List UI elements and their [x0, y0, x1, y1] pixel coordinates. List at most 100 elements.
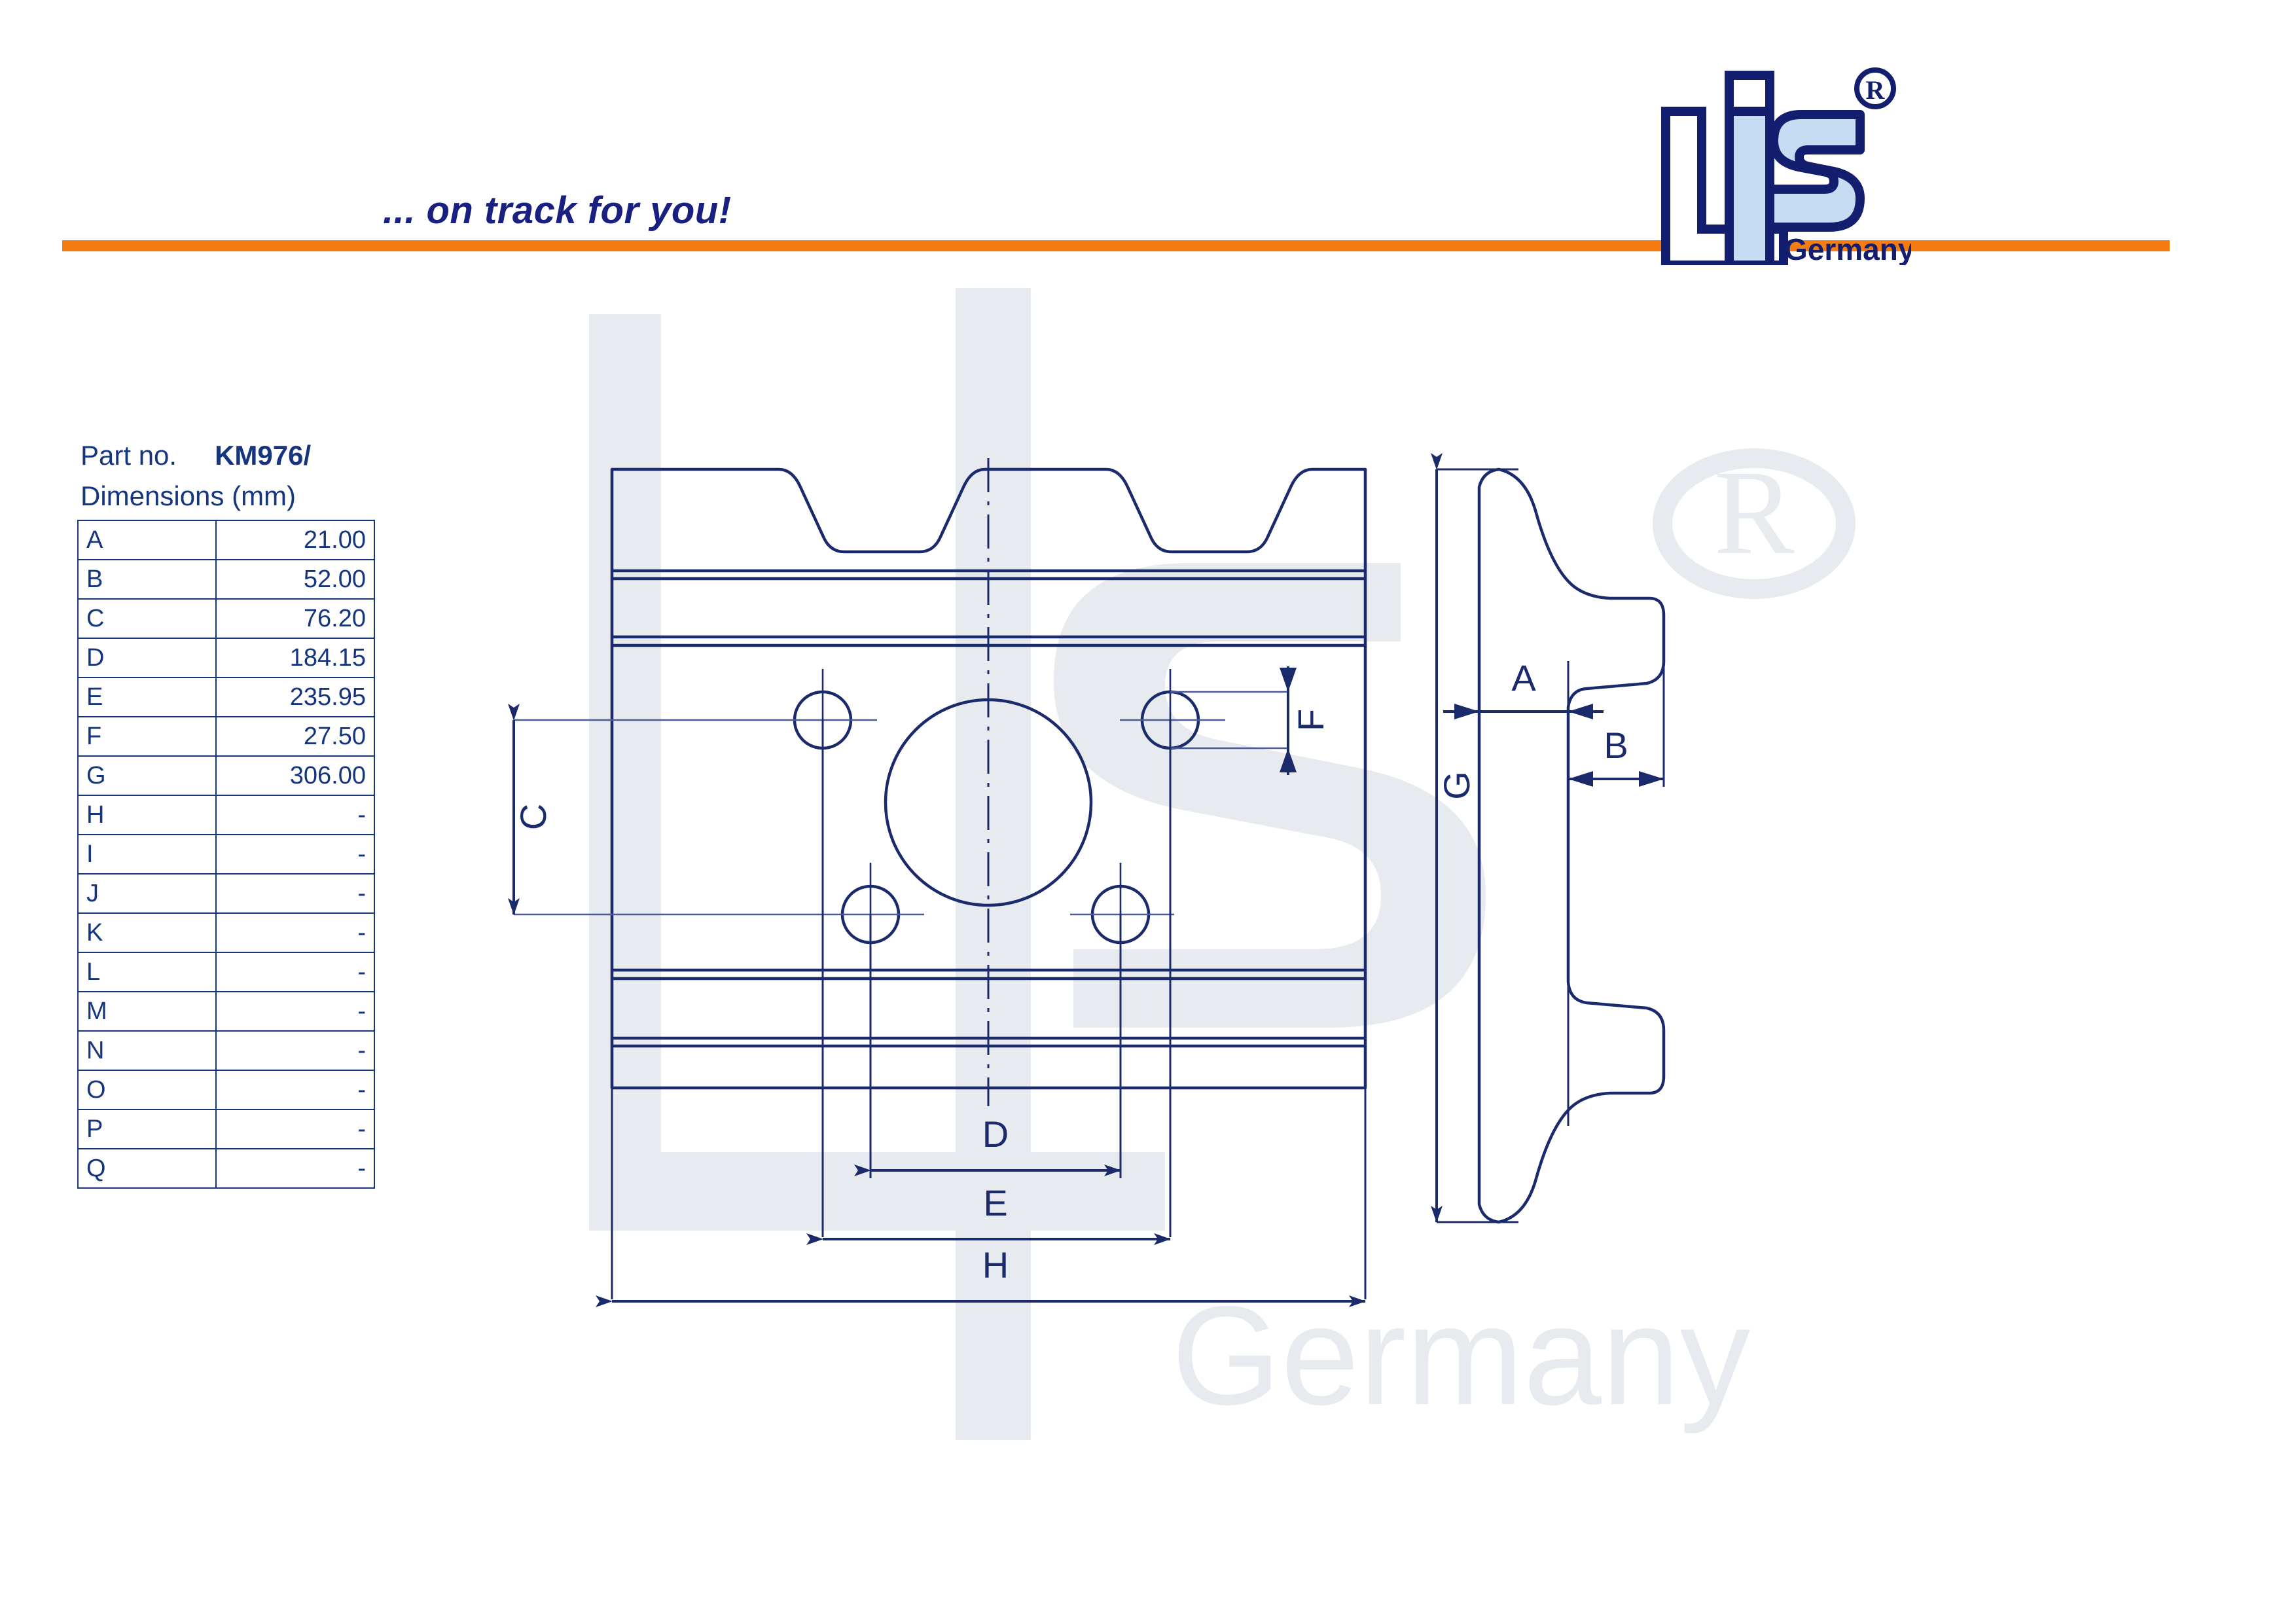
dimension-value: - [215, 912, 375, 953]
dimension-key: N [77, 1030, 217, 1071]
dimension-key: G [77, 755, 217, 796]
dimension-key: M [77, 991, 217, 1032]
section-view [1477, 467, 1666, 1224]
svg-text:R: R [1866, 75, 1886, 105]
dimension-key: C [77, 598, 217, 639]
dimension-value: - [215, 991, 375, 1032]
dimension-f: F [1280, 666, 1331, 775]
dimension-value: 235.95 [215, 677, 375, 717]
dimension-key: E [77, 677, 217, 717]
table-row: J- [77, 873, 375, 914]
dimension-key: J [77, 873, 217, 914]
watermark-country-text: Germany [1172, 1276, 1751, 1434]
registered-trademark-icon: R [1854, 67, 1896, 109]
table-row: K- [77, 912, 375, 953]
dimension-d: D [854, 1113, 1121, 1176]
dimension-key: D [77, 638, 217, 678]
dimension-key: P [77, 1109, 217, 1149]
table-row: M- [77, 991, 375, 1032]
section-profile-outline [1477, 467, 1666, 1224]
plan-outline [610, 467, 1367, 1090]
logo-letter-s [1765, 110, 1865, 232]
dimension-value: - [215, 873, 375, 914]
svg-text:R: R [1713, 446, 1795, 580]
dimension-key: I [77, 834, 217, 875]
part-number-label: Part no. [81, 440, 177, 471]
plan-bolt-hole-bottom-left [840, 884, 901, 945]
logo-letter-i-dot [1725, 71, 1774, 116]
table-row: O- [77, 1070, 375, 1110]
dimension-a-label: A [1511, 657, 1536, 698]
watermark-letter-s [1054, 563, 1486, 1028]
dimension-value: 21.00 [215, 520, 375, 560]
dimension-key: L [77, 952, 217, 992]
section-extension-lines [1437, 468, 1665, 1223]
plan-bolt-hole-bottom-right [1090, 884, 1151, 945]
dimension-b: B [1568, 725, 1664, 787]
dimension-key: H [77, 795, 217, 835]
table-row: N- [77, 1030, 375, 1071]
logo-country-text: Germany [1784, 232, 1911, 265]
table-row: Q- [77, 1148, 375, 1189]
dimension-value: 184.15 [215, 638, 375, 678]
dimension-key: O [77, 1070, 217, 1110]
dimension-value: - [215, 952, 375, 992]
dimension-value: - [215, 1148, 375, 1189]
watermark-letter-l [589, 314, 1165, 1231]
header-orange-rule [62, 240, 2170, 251]
company-tagline: ... on track for you! [383, 189, 732, 232]
dimension-value: 306.00 [215, 755, 375, 796]
dimension-h-label: H [982, 1244, 1009, 1286]
dimension-g: G [1431, 453, 1477, 1223]
plan-bolt-hole-top-right [1140, 690, 1200, 750]
lis-germany-logo: R Germany [1630, 49, 1911, 265]
plan-bolt-hole-top-left [793, 690, 853, 750]
watermark-letter-i [956, 288, 1031, 1440]
plan-extension-lines [514, 691, 1288, 916]
part-number-row: Part no. KM976/ [81, 440, 378, 471]
dimension-value: 52.00 [215, 559, 375, 600]
dimension-value: - [215, 1070, 375, 1110]
dimension-key: B [77, 559, 217, 600]
table-row: H- [77, 795, 375, 835]
page-header: ... on track for you! R Germany [0, 0, 2296, 275]
dimension-a: A [1443, 657, 1604, 719]
plan-hole-crosshairs [772, 669, 1225, 967]
dimension-d-label: D [982, 1113, 1009, 1155]
dimension-value: - [215, 834, 375, 875]
dimension-e: E [806, 1182, 1171, 1245]
dimension-c-label: C [512, 804, 554, 830]
dimension-value: 76.20 [215, 598, 375, 639]
watermark-registered-icon: R [1653, 446, 1856, 599]
plan-centre-bore [884, 698, 1093, 907]
dimension-value: - [215, 1030, 375, 1071]
dimension-key: K [77, 912, 217, 953]
plan-projection-lines [611, 720, 1367, 1299]
dimension-value: - [215, 1109, 375, 1149]
dimension-key: A [77, 520, 217, 560]
dimension-c: C [508, 704, 554, 915]
watermark-logo: R Germany [589, 288, 1856, 1440]
dimension-key: F [77, 716, 217, 757]
part-number-value: KM976/ [215, 440, 312, 471]
table-row: P- [77, 1109, 375, 1149]
dimension-value: - [215, 795, 375, 835]
table-row: L- [77, 952, 375, 992]
dimensions-caption: Dimensions (mm) [81, 480, 296, 511]
dimension-h: H [596, 1244, 1366, 1307]
plan-view [610, 467, 1367, 1090]
dimension-b-label: B [1604, 725, 1628, 766]
table-row: I- [77, 834, 375, 875]
dimension-key: Q [77, 1148, 217, 1189]
dimension-value: 27.50 [215, 716, 375, 757]
dimension-e-label: E [983, 1182, 1007, 1223]
